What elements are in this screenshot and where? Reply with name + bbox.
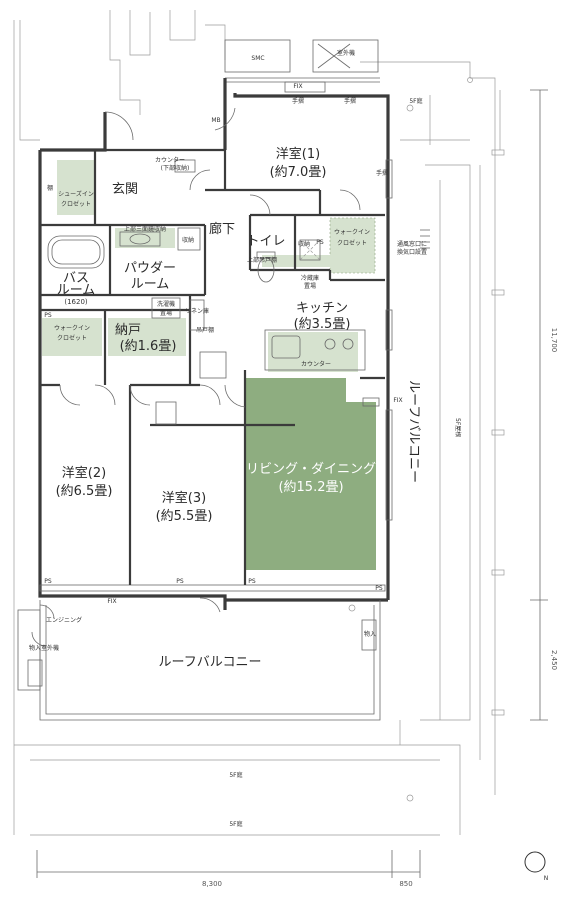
label-ventilation2: 換気口設置	[397, 248, 427, 256]
label-shoes2: クロゼット	[61, 200, 91, 208]
svg-text:ルーフバルコニー: ルーフバルコニー	[406, 380, 421, 483]
small-labels: SMC 室外機 FIX 5F庭 MB 手摺 手摺 手摺 カウンター (下部収納)…	[29, 49, 427, 828]
label-smc: SMC	[251, 55, 264, 62]
room-kitchen-area: (約3.5畳)	[294, 317, 351, 332]
dimension-height-main: 11,700	[550, 328, 558, 353]
room-bath-size: (1620)	[64, 298, 88, 306]
label-wic-w2b: クロゼット	[57, 334, 87, 342]
label-garden-bottom: 5F庭	[229, 820, 242, 828]
label-bench: 棚	[47, 184, 53, 192]
room-kitchen: キッチン	[296, 301, 348, 316]
room-powder: パウダー	[124, 261, 176, 276]
room-storage: 納戸	[115, 323, 141, 338]
label-garden-top: 5F庭	[409, 97, 422, 105]
room-roof-balcony-bottom: ルーフバルコニー	[159, 655, 262, 670]
room-storage-area: (約1.6畳)	[120, 339, 177, 354]
room-western1: 洋室(1)	[276, 146, 320, 162]
label-outdoor: 室外機	[337, 49, 355, 57]
label-washer2: 置場	[160, 309, 172, 317]
label-ps2: PS	[44, 312, 52, 319]
label-ps3: PS	[44, 578, 52, 585]
dimension-width-main: 8,300	[202, 880, 222, 888]
room-labels: 洋室(1) (約7.0畳) 玄関 廊下 トイレ バス ルーム (1620) パウ…	[56, 146, 376, 670]
label-fix-bottom: FIX	[107, 598, 116, 605]
label-fix-top: FIX	[293, 83, 302, 90]
site-outline	[13, 10, 505, 836]
label-storage-small2: 収納	[298, 240, 310, 248]
svg-text:5F屋根: 5F屋根	[454, 418, 462, 437]
fixtures	[17, 107, 430, 691]
label-ps5: PS	[248, 578, 256, 585]
label-mb: MB	[211, 117, 220, 124]
exterior-walls	[38, 78, 393, 610]
room-western3: 洋室(3)	[162, 490, 206, 506]
label-wic-kitchen2: クロゼット	[337, 239, 367, 247]
room-western2-area: (約6.5畳)	[56, 484, 113, 499]
label-handrail2: 手摺	[344, 97, 356, 105]
label-counter: カウンター	[301, 360, 331, 368]
label-ps4: PS	[176, 578, 184, 585]
room-toilet: トイレ	[246, 234, 285, 249]
room-corridor: 廊下	[209, 221, 235, 237]
dimension-lines: 8,300 850	[36, 89, 548, 888]
room-entrance: 玄関	[112, 182, 138, 197]
label-engineering: エンジニング	[46, 616, 82, 624]
label-ac: 室外機	[41, 644, 59, 652]
label-counter-top: カウンター	[155, 156, 185, 164]
label-shoes: シューズイン	[58, 190, 94, 198]
room-western3-area: (約5.5畳)	[156, 509, 213, 524]
compass-north-icon: N	[524, 851, 549, 882]
label-wic-kitchen: ウォークイン	[334, 228, 370, 236]
room-living: リビング・ダイニング	[246, 462, 376, 477]
label-garden-mid: 5F庭	[229, 771, 242, 779]
label-upper-cabinet: 上部吊戸棚	[247, 256, 277, 264]
label-fridge: 冷蔵庫	[301, 274, 319, 282]
label-ps6: PS	[375, 585, 383, 592]
label-ventilation: 通風窓口に	[397, 240, 427, 248]
room-living-area: (約15.2畳)	[278, 480, 343, 495]
label-upper-shelf: 上部三面鏡収納	[124, 225, 166, 233]
interior-walls	[40, 148, 385, 585]
room-bath2: ルーム	[57, 283, 96, 298]
label-handrail3: 手摺	[376, 169, 388, 177]
label-storage-small: 収納	[182, 236, 194, 244]
top-balcony	[224, 39, 380, 93]
label-fix-side: FIX	[393, 397, 402, 404]
label-fridge2: 置場	[304, 282, 316, 290]
label-store: 物入	[364, 630, 376, 638]
compass-label: N	[544, 875, 549, 882]
svg-text:11,700: 11,700	[550, 328, 558, 353]
room-western2: 洋室(2)	[62, 465, 106, 481]
svg-text:2,450: 2,450	[550, 650, 558, 670]
label-wic-w2: ウォークイン	[54, 324, 90, 332]
label-closet-small: 物入	[29, 644, 41, 652]
roof-balcony-outline	[39, 600, 381, 721]
label-linen: リネン庫	[185, 307, 209, 315]
label-ps1: PS	[316, 239, 324, 246]
room-roof-balcony-side: ルーフバルコニー	[406, 380, 421, 483]
label-roof-5f: 5F屋根	[454, 418, 462, 437]
label-handrail1: 手摺	[292, 97, 304, 105]
room-powder2: ルーム	[131, 277, 170, 292]
label-washer: 洗濯機	[157, 300, 175, 308]
dimension-height-balcony: 2,450	[550, 650, 558, 670]
room-western1-area: (約7.0畳)	[270, 165, 327, 180]
label-pantry: 吊戸棚	[196, 326, 214, 334]
dimension-width-side: 850	[399, 880, 412, 888]
room-bath: バス	[63, 271, 89, 286]
label-counter-top2: (下部収納)	[161, 164, 190, 172]
